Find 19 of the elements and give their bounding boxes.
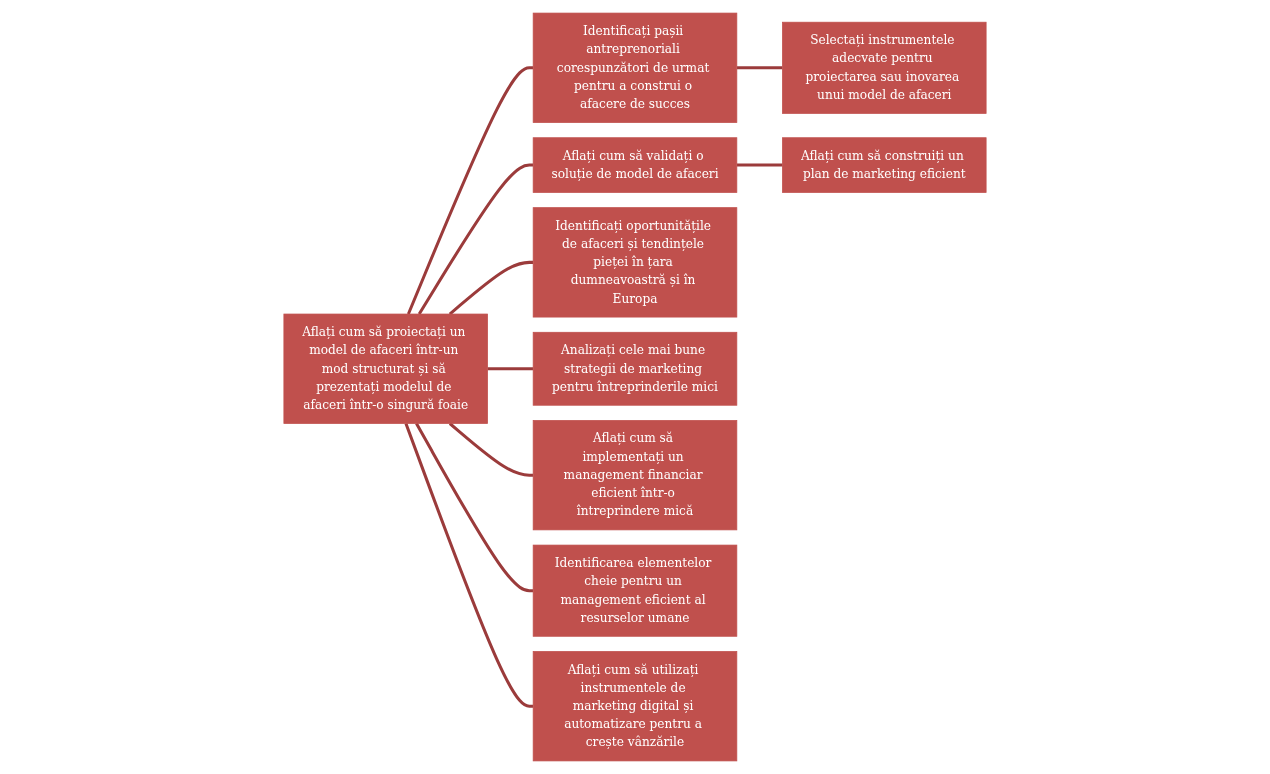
node-box: Aflați cum să proiectați un model de afaceri într-un mod structurat și să prezentați modelul de afaceri într-o singură foaie — [283, 313, 488, 424]
connector — [448, 260, 534, 316]
node-box: Aflați cum să construiți un plan de marketing eficient — [782, 137, 987, 193]
node-box: Aflați cum să utilizați instrumentele de marketing digital și automatizare pentru a crește vânzările — [532, 651, 738, 762]
connector — [736, 163, 783, 167]
node-box: Identificați pașii antreprenoriali corespunzători de urmat pentru a construi o afacere de succes — [532, 12, 738, 123]
connector — [448, 422, 534, 477]
connector — [417, 163, 534, 315]
node-box: Selectați instrumentele adecvate pentru proiectarea sau inovarea unui model de afaceri — [782, 21, 987, 114]
node-box: Aflați cum să validați o soluție de model de afaceri — [532, 137, 738, 193]
connector — [415, 422, 534, 593]
node-box: Identificarea elementelor cheie pentru un management eficient al resurselor umane — [532, 544, 738, 637]
node-box: Analizați cele mai bune strategii de marketing pentru întreprinderile mici — [532, 331, 738, 406]
connector — [736, 66, 783, 70]
connector — [404, 422, 534, 708]
node-box: Identificați oportunitățile de afaceri și tendințele pieței în țara dumneavoastră și în Europa — [532, 207, 738, 318]
connector — [406, 66, 534, 315]
node-box: Aflați cum să implementați un management financiar eficient într-o întreprindere mică — [532, 420, 738, 531]
connector — [487, 367, 534, 371]
